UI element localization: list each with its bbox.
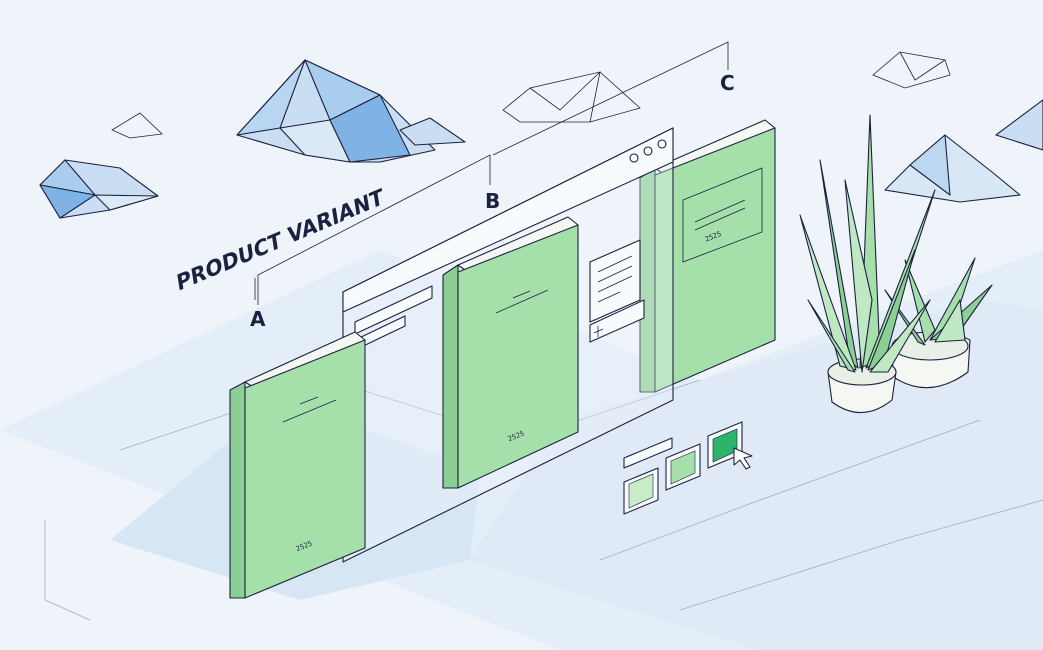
quantity-stepper [589,299,645,343]
variant-label-c: C [720,71,735,95]
color-swatches [623,421,753,515]
book-icon-variant-b: 2525 [442,216,579,489]
swatch-label-bar [623,437,673,469]
window-dot [629,153,639,163]
cloud-icon-right [884,99,1043,203]
book-icon-variant-c: 2525 [639,119,776,393]
cloud-icon-large [236,59,466,163]
plant-pot-icon-back [884,257,993,389]
window-dot [643,146,653,156]
book-icon-variant-a: 2525 [229,331,366,599]
plant-pot-icon-front [799,114,936,414]
variant-leader-lines [254,41,729,305]
cloud-icon-small-left [39,159,159,219]
window-dot [657,139,667,149]
variant-label-b: B [485,189,500,213]
mouse-cursor-icon [733,447,753,470]
search-bar [354,285,433,335]
cloud-icon-outline [111,51,951,139]
info-card [589,239,645,343]
variant-label-a: A [250,307,266,331]
